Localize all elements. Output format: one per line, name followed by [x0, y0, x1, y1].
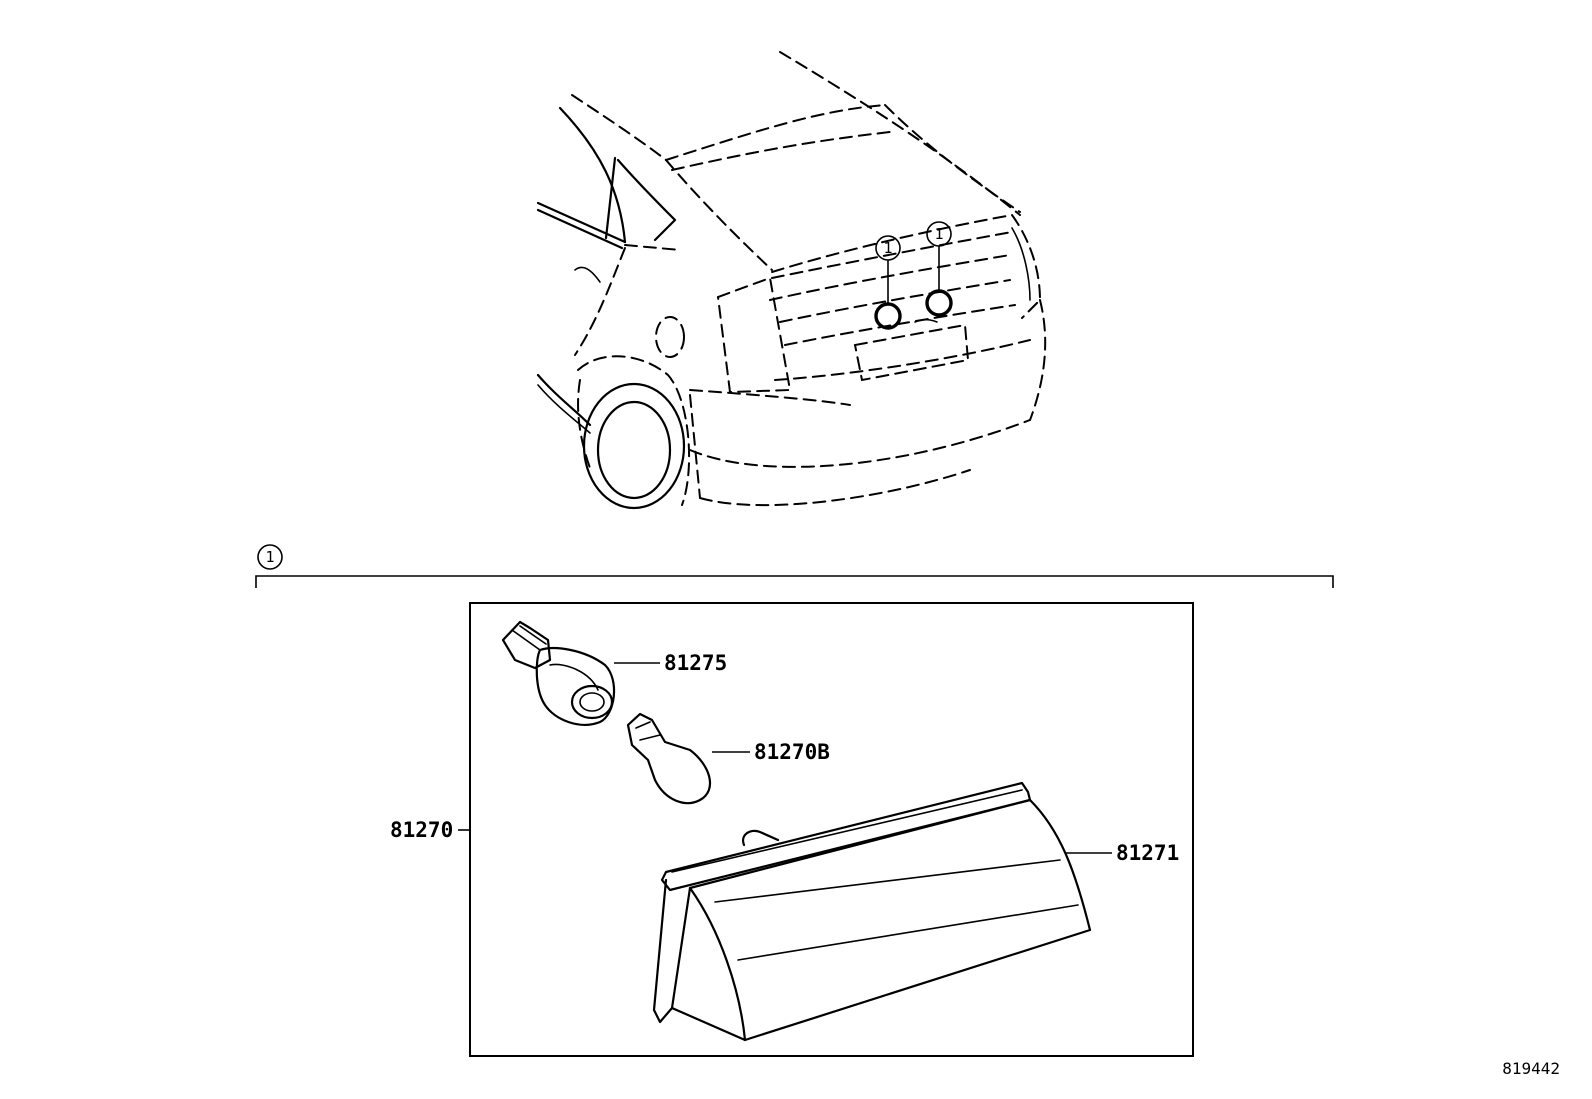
lamp-location-marker-left	[874, 302, 902, 330]
part-number-lens: 81271	[1116, 841, 1179, 865]
svg-text:1: 1	[265, 548, 274, 566]
svg-text:1: 1	[883, 239, 892, 257]
lamp-location-marker-right	[925, 289, 953, 317]
figure-number: 819442	[1502, 1059, 1560, 1078]
vehicle-rear-illustration	[536, 51, 1047, 510]
svg-text:1: 1	[934, 225, 943, 243]
callout-1-right: 1	[926, 221, 952, 247]
callout-1-left: 1	[875, 235, 901, 261]
bulb-drawing	[626, 712, 711, 805]
socket-drawing	[501, 620, 616, 726]
part-number-socket: 81275	[664, 651, 727, 675]
lens-drawing	[652, 781, 1092, 1042]
detail-callout-1: 1	[257, 544, 283, 570]
detail-bracket	[255, 575, 1334, 588]
part-number-assembly: 81270	[390, 818, 453, 842]
part-number-bulb: 81270B	[754, 740, 830, 764]
